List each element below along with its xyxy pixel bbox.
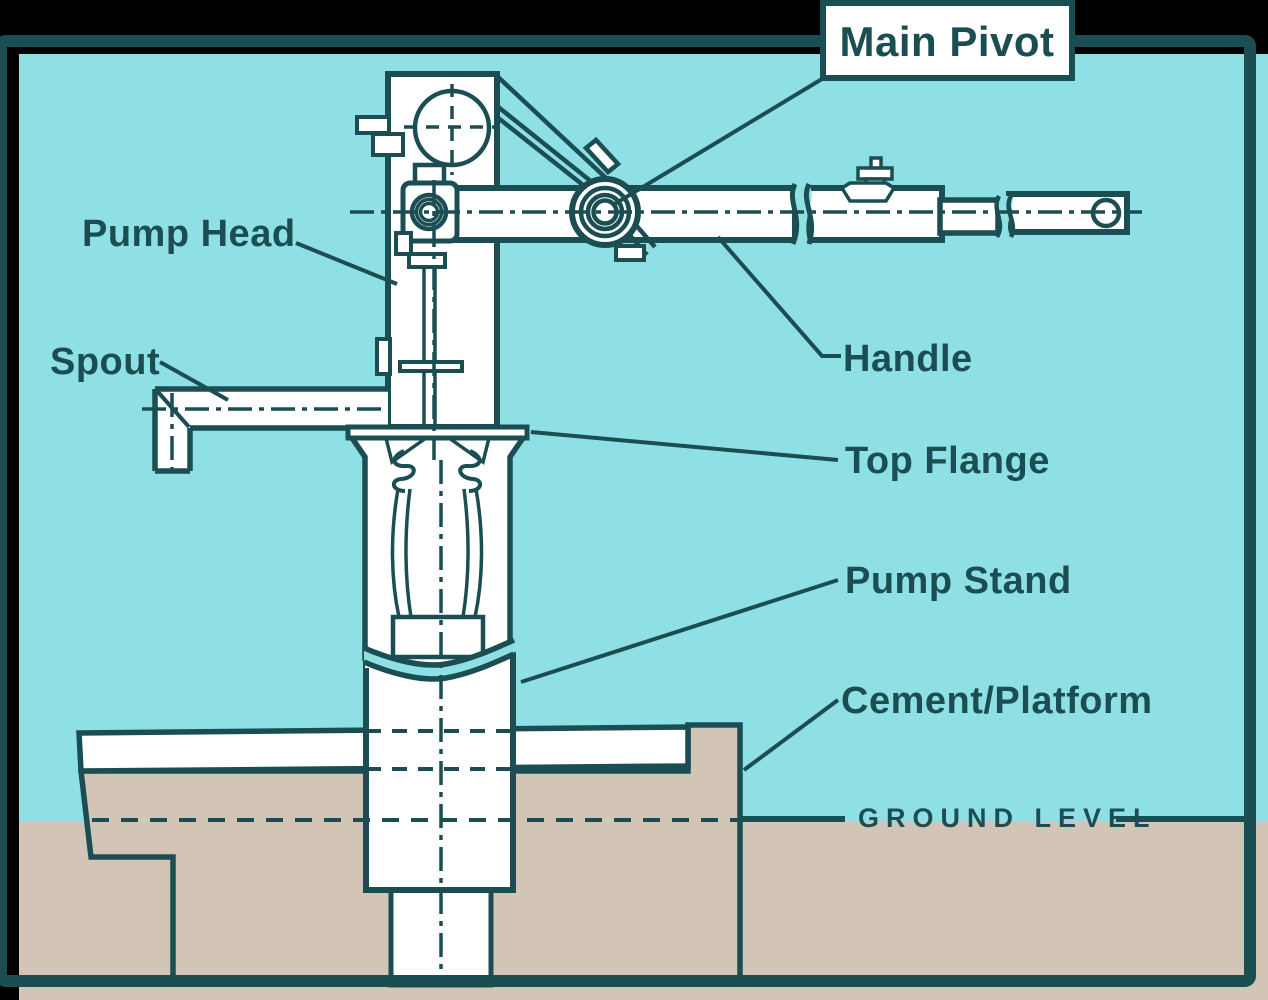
cylinder-block — [390, 614, 486, 660]
pump-stand-label: Pump Stand — [845, 560, 1072, 602]
spout — [142, 386, 388, 474]
stand-internals — [390, 449, 486, 660]
top-flange — [345, 424, 530, 668]
leader-lines — [159, 77, 841, 772]
handle-fork — [495, 74, 657, 262]
inspection-bolt — [355, 115, 391, 135]
main-pivot-leader — [611, 77, 824, 207]
main-pivot-callout: Main Pivot — [820, 0, 1075, 81]
main-pivot-label: Main Pivot — [839, 18, 1054, 65]
handle-bolt — [839, 156, 897, 203]
handle-axle — [394, 162, 460, 269]
cement-platform-leader — [742, 698, 840, 772]
spout-label: Spout — [50, 341, 160, 383]
top-flange-label: Top Flange — [845, 440, 1050, 482]
pump-head-leader — [295, 241, 398, 286]
handle-leader — [716, 235, 841, 358]
top-flange-leader — [530, 430, 839, 462]
frame-border — [0, 35, 1256, 987]
pump-head-label: Pump Head — [82, 213, 296, 255]
handle-label: Handle — [843, 338, 973, 380]
flange-gusset-left — [383, 436, 432, 465]
hidden-edges — [92, 180, 739, 984]
ground-level-label: GROUND LEVEL — [858, 803, 1157, 833]
side-tab — [375, 337, 392, 376]
stand-break — [362, 637, 516, 682]
pump-stand-leader — [520, 578, 839, 684]
flange-gusset-right — [443, 436, 492, 465]
cement-platform-label: Cement/Platform — [841, 680, 1153, 722]
spout-leader — [159, 360, 229, 402]
